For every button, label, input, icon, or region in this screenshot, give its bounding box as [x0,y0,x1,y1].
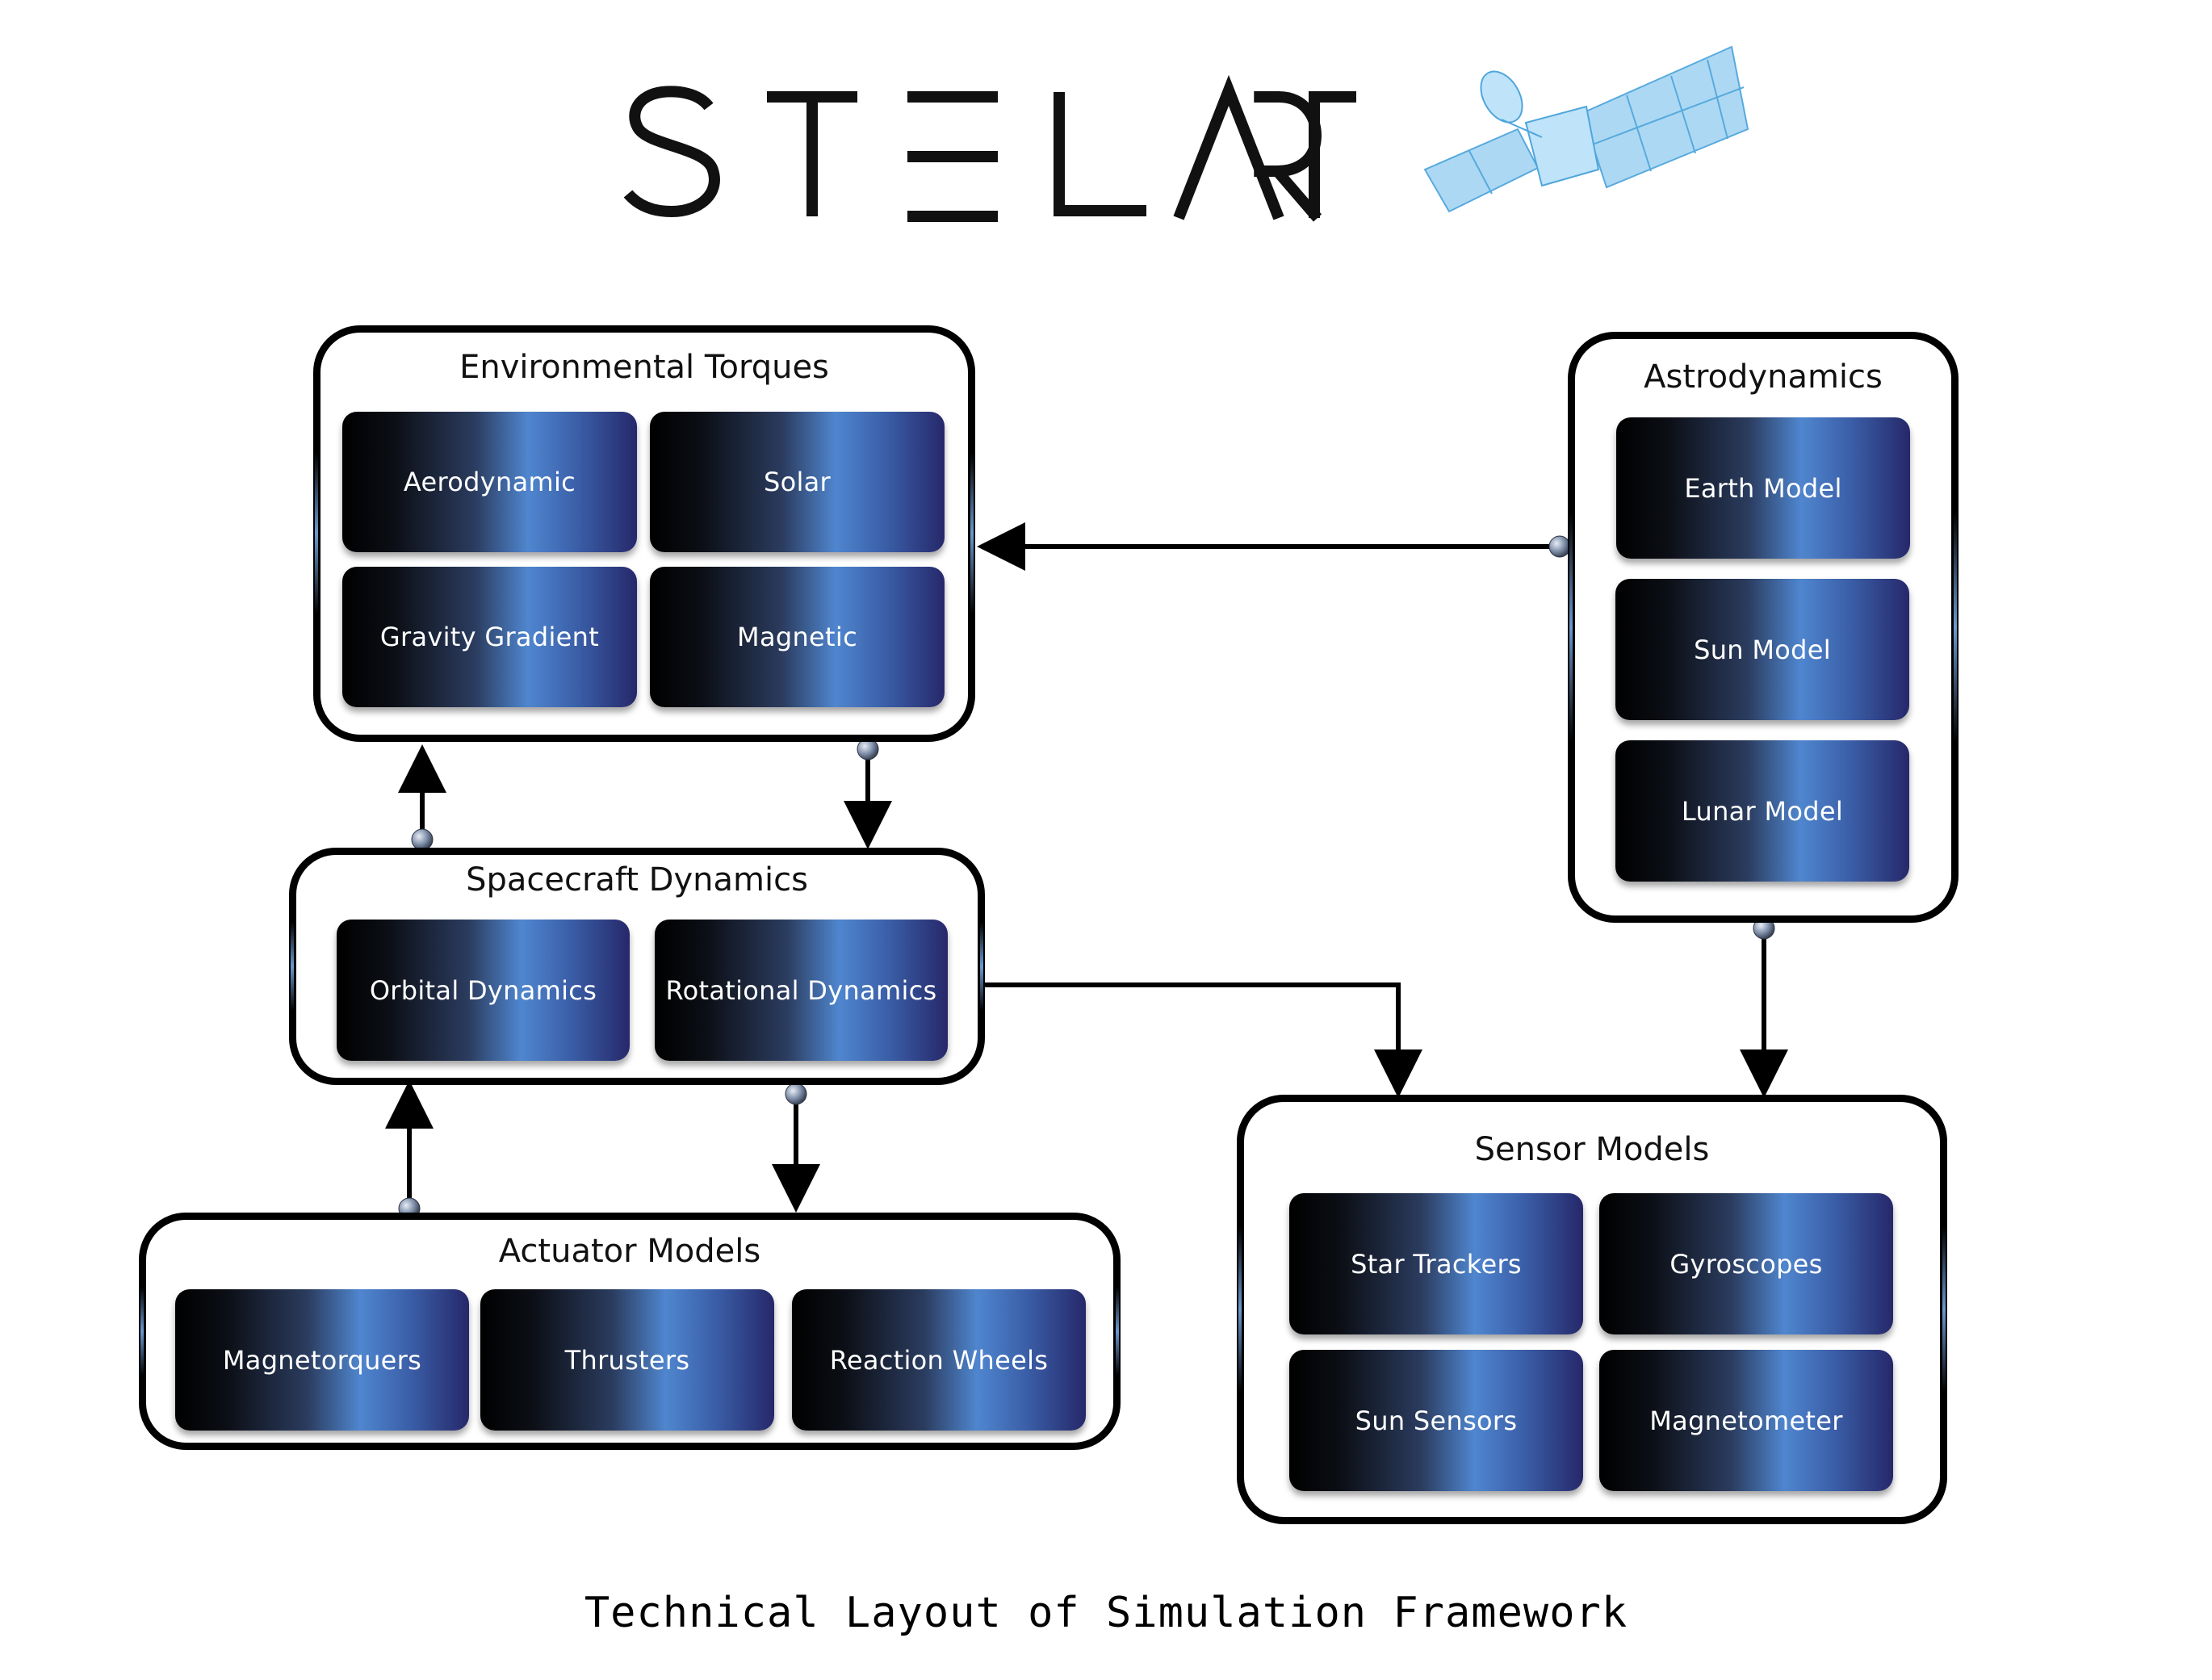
group-title: Environmental Torques [459,349,829,386]
module-magnetic[interactable]: Magnetic [650,567,945,707]
astrodynamics-group: Astrodynamics Earth Model Sun Model Luna… [1568,332,1959,923]
module-gravity-gradient[interactable]: Gravity Gradient [342,567,637,707]
module-gyroscopes[interactable]: Gyroscopes [1599,1193,1893,1334]
group-title: Actuator Models [498,1233,761,1270]
module-reaction-wheels[interactable]: Reaction Wheels [792,1289,1086,1431]
stelar-logo [614,73,1356,234]
module-earth-model[interactable]: Earth Model [1616,417,1910,559]
environmental-torques-group: Environmental Torques Aerodynamic Solar … [313,325,975,742]
module-solar[interactable]: Solar [650,412,945,552]
spacecraft-dynamics-group: Spacecraft Dynamics Orbital Dynamics Rot… [289,848,985,1085]
diagram-caption: Technical Layout of Simulation Framework [584,1589,1628,1637]
module-lunar-model[interactable]: Lunar Model [1615,740,1909,882]
satellite-icon [1421,32,1752,226]
port-dot [785,1083,807,1105]
module-magnetorquers[interactable]: Magnetorquers [175,1289,469,1431]
group-title: Astrodynamics [1644,358,1883,396]
actuator-models-group: Actuator Models Magnetorquers Thrusters … [139,1213,1121,1450]
module-sun-model[interactable]: Sun Model [1615,579,1909,720]
module-orbital-dynamics[interactable]: Orbital Dynamics [337,920,630,1061]
group-title: Sensor Models [1474,1131,1710,1168]
module-magnetometer[interactable]: Magnetometer [1599,1350,1893,1491]
module-rotational-dynamics[interactable]: Rotational Dynamics [655,920,948,1061]
group-title: Spacecraft Dynamics [466,861,808,899]
link-rot-to-sensor [945,982,1422,1098]
module-aerodynamic[interactable]: Aerodynamic [342,412,637,552]
module-sun-sensors[interactable]: Sun Sensors [1289,1350,1583,1491]
stelar-wordmark [623,74,1356,222]
module-star-trackers[interactable]: Star Trackers [1289,1193,1583,1334]
module-thrusters[interactable]: Thrusters [480,1289,774,1431]
sensor-models-group: Sensor Models Star Trackers Gyroscopes S… [1237,1095,1947,1524]
